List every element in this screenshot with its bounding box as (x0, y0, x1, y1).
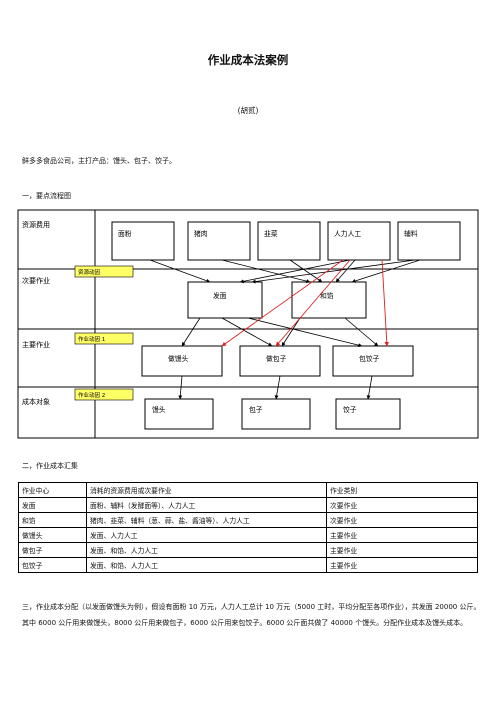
object-baozi-label: 包子 (249, 405, 263, 414)
object-mantou-box (144, 398, 214, 430)
driver-activity1-badge (74, 332, 134, 345)
diagram-frame (17, 209, 479, 439)
section-heading-summary: 二，作业成本汇集 (22, 462, 78, 470)
resource-pork-label: 猪肉 (194, 229, 208, 238)
flow-diagram: 资源费用 次要作业 主要作业 成本对象 面粉 猪肉 韭菜 人力人工 辅料 发面 … (17, 209, 479, 439)
driver-activity2-label: 作业动因 2 (78, 391, 105, 399)
resource-arrows (149, 259, 421, 284)
table-cell: 次要作业 (326, 512, 478, 528)
table-cell: 猪肉、韭菜、辅料（葱、蒜、盐、酱油等）、人力人工 (86, 512, 327, 528)
activity-jiaozi-label: 包饺子 (359, 354, 380, 363)
table-row: 做馒头 发面、人力人工 主要作业 (18, 527, 478, 543)
summary-table: 作业中心 消耗的资源费用或次要作业 作业类别 发面 面粉、辅料（发酵面等）、人力… (18, 482, 478, 573)
table-cell: 发面 (18, 497, 87, 513)
table-header-cell: 作业中心 (18, 482, 87, 498)
table-cell: 做馒头 (18, 527, 87, 543)
table-cell: 和馅 (18, 512, 87, 528)
activity-mantou-label: 做馒头 (168, 354, 189, 363)
resource-leek-box (257, 221, 321, 261)
object-mantou-label: 馒头 (152, 405, 166, 414)
activity-dough-box (187, 281, 263, 319)
table-cell: 包饺子 (18, 557, 87, 573)
resource-labor-box (327, 221, 391, 261)
lane-label-secondary: 次要作业 (22, 276, 50, 285)
driver-resource-label: 资源动因 (78, 268, 101, 276)
table-cell: 主要作业 (326, 527, 478, 543)
resource-labor-label: 人力人工 (334, 229, 361, 238)
driver-activity2-badge (74, 388, 134, 401)
resource-auxiliary-label: 辅料 (404, 229, 418, 238)
activity-arrows (181, 317, 379, 348)
activity-dough-label: 发面 (213, 291, 227, 300)
lane-label-objects: 成本对象 (22, 397, 50, 406)
activity-jiaozi-box (332, 345, 414, 377)
table-cell: 发面、和馅、人力人工 (86, 557, 327, 573)
table-cell: 主要作业 (326, 557, 478, 573)
table-row: 和馅 猪肉、韭菜、辅料（葱、蒜、盐、酱油等）、人力人工 次要作业 (18, 512, 478, 528)
section-heading-flow: 一，要点流程图 (22, 192, 71, 200)
resource-pork-box (187, 221, 251, 261)
resource-leek-label: 韭菜 (264, 229, 278, 238)
resource-flour-label: 面粉 (118, 229, 132, 238)
table-cell: 做包子 (18, 542, 87, 558)
intro-text: 鲜多多食品公司，主打产品：馒头、包子、饺子。 (22, 157, 176, 165)
table-header-cell: 作业类别 (326, 482, 478, 498)
resource-auxiliary-box (397, 221, 461, 261)
object-jiaozi-box (335, 398, 401, 430)
table-cell: 发面、人力人工 (86, 527, 327, 543)
section-allocation-text: 三，作业成本分配（以发面做馒头为例），假设有面粉 10 万元，人力人工总计 10… (22, 603, 481, 627)
activity-baozi-label: 做包子 (266, 354, 287, 363)
object-jiaozi-label: 饺子 (343, 405, 357, 414)
labor-arrows (221, 259, 390, 347)
object-baozi-box (241, 398, 311, 430)
table-header-row: 作业中心 消耗的资源费用或次要作业 作业类别 (18, 482, 478, 498)
table-row: 发面 面粉、辅料（发酵面等）、人力人工 次要作业 (18, 497, 478, 513)
table-cell: 面粉、辅料（发酵面等）、人力人工 (86, 497, 327, 513)
table-cell: 次要作业 (326, 497, 478, 513)
activity-filling-label: 和馅 (320, 291, 334, 300)
table-cell: 主要作业 (326, 542, 478, 558)
resource-flour-box (111, 221, 175, 261)
activity-filling-box (291, 281, 367, 319)
table-row: 做包子 发面、和馅、人力人工 主要作业 (18, 542, 478, 558)
driver-activity1-label: 作业动因 1 (78, 335, 105, 343)
lane-label-primary: 主要作业 (22, 340, 50, 349)
lane-label-resources: 资源费用 (22, 220, 50, 229)
table-cell: 发面、和馅、人力人工 (86, 542, 327, 558)
doc-title: 作业成本法案例 (207, 53, 289, 67)
table-header-cell: 消耗的资源费用或次要作业 (86, 482, 327, 498)
object-arrows (178, 375, 373, 400)
doc-author: (胡贰) (237, 106, 259, 115)
driver-resource-badge (74, 265, 134, 278)
table-row: 包饺子 发面、和馅、人力人工 主要作业 (18, 557, 478, 573)
